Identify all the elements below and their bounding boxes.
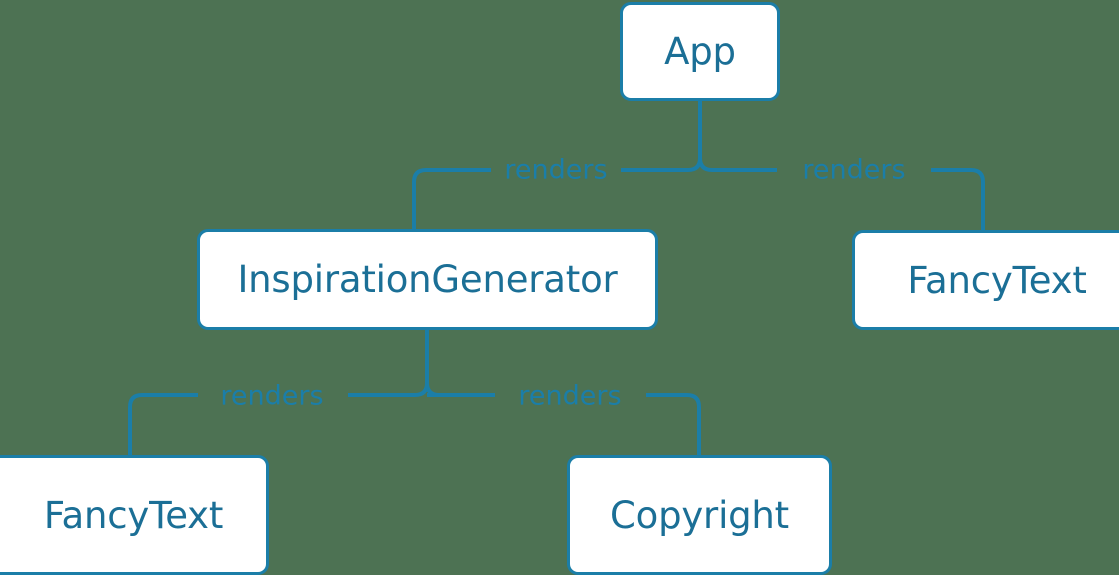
edge-app-inspgen-elbow — [412, 168, 427, 229]
node-inspirationgenerator[interactable]: InspirationGenerator — [197, 229, 658, 330]
node-app-label: App — [664, 30, 736, 73]
edge-label-inspgen-fancytext: renders — [220, 380, 324, 412]
edge-app-fancy-elbow — [970, 168, 985, 230]
node-inspirationgenerator-label: InspirationGenerator — [237, 258, 618, 301]
edge-ig-copyright-elbow — [686, 393, 701, 455]
node-fancytext-right-label: FancyText — [907, 258, 1087, 302]
node-copyright[interactable]: Copyright — [567, 455, 832, 575]
node-fancytext-left-label: FancyText — [43, 493, 224, 537]
edge-inspgen-junction-right2 — [425, 382, 440, 397]
edge-label-app-fancytext: renders — [802, 154, 906, 186]
edge-label-inspgen-copyright: renders — [518, 380, 622, 412]
node-copyright-label: Copyright — [610, 493, 789, 537]
edge-app-junction-right — [698, 157, 713, 172]
node-app[interactable]: App — [620, 2, 780, 101]
edge-ig-fancy-elbow — [128, 393, 143, 455]
edge-label-app-inspgen: renders — [504, 154, 608, 186]
node-fancytext-right[interactable]: FancyText — [852, 230, 1119, 330]
edge-layer — [128, 101, 985, 455]
node-fancytext-left[interactable]: FancyText — [0, 455, 269, 575]
